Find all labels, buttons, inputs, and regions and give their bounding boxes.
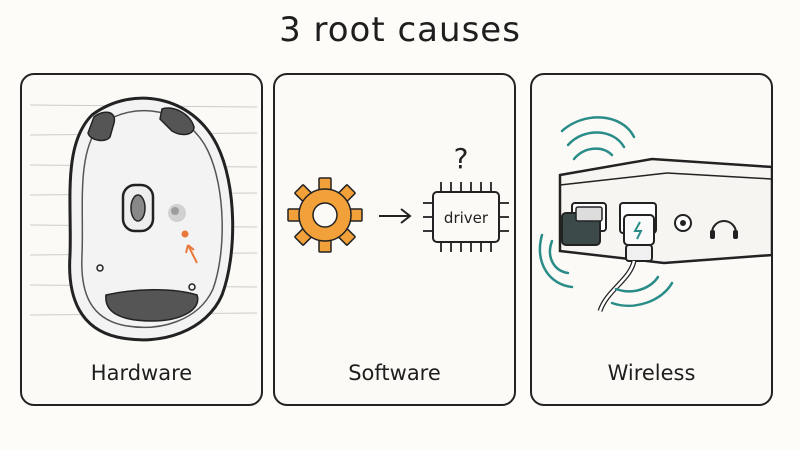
- panel-label-wireless: Wireless: [607, 361, 696, 385]
- panel-label-hardware: Hardware: [90, 361, 193, 385]
- question-mark: ?: [454, 142, 469, 175]
- panel-wireless: Wireless: [530, 73, 773, 406]
- chip-icon: [423, 182, 509, 252]
- panel-label-software: Software: [348, 361, 441, 385]
- usb-receiver-icon: [538, 116, 771, 312]
- mouse-underside-icon: [29, 96, 258, 342]
- gear-icon: [287, 177, 363, 253]
- signal-waves-icon: [538, 116, 674, 308]
- chip-label: driver: [444, 209, 489, 227]
- panel-software: driver ? Software: [273, 73, 516, 406]
- arrow-right-icon: [379, 208, 412, 224]
- panel-hardware: Hardware: [20, 73, 263, 406]
- page-title: 3 root causes: [279, 10, 521, 50]
